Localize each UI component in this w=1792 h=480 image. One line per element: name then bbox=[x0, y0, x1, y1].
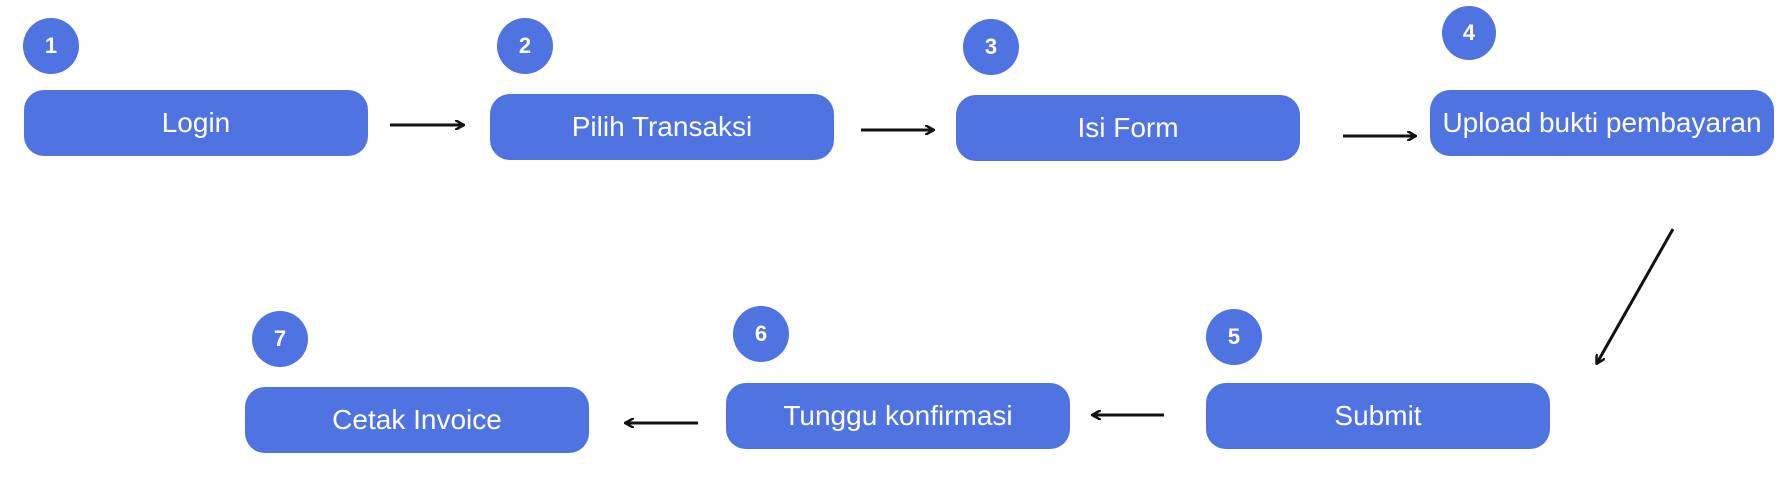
step-3-badge: 3 bbox=[963, 19, 1019, 75]
step-5-badge: 5 bbox=[1206, 309, 1262, 365]
step-6-box: Tunggu konfirmasi bbox=[726, 383, 1070, 449]
step-2-number: 2 bbox=[518, 33, 532, 58]
step-5-box: Submit bbox=[1206, 383, 1550, 449]
step-3-number: 3 bbox=[984, 34, 998, 59]
step-7-number: 7 bbox=[273, 326, 287, 351]
step-7-label: Cetak Invoice bbox=[332, 404, 502, 435]
step-6-badge: 6 bbox=[733, 306, 789, 362]
step-4-badge: 4 bbox=[1442, 6, 1496, 60]
step-2-badge: 2 bbox=[497, 18, 553, 74]
step-2-label: Pilih Transaksi bbox=[571, 111, 753, 142]
step-4-label: Upload bukti pembayaran bbox=[1442, 107, 1762, 138]
step-1-badge: 1 bbox=[23, 18, 79, 74]
step-5-label: Submit bbox=[1334, 400, 1422, 431]
step-4-number: 4 bbox=[1462, 20, 1476, 45]
step-2-box: Pilih Transaksi bbox=[490, 94, 834, 160]
step-6-number: 6 bbox=[754, 321, 768, 346]
step-4-box: Upload bukti pembayaran bbox=[1430, 90, 1774, 156]
step-1-label: Login bbox=[161, 107, 231, 138]
step-7-box: Cetak Invoice bbox=[245, 387, 589, 453]
step-6-label: Tunggu konfirmasi bbox=[783, 400, 1013, 431]
step-1-number: 1 bbox=[44, 33, 58, 58]
step-3-label: Isi Form bbox=[1077, 112, 1179, 143]
step-1-box: Login bbox=[24, 90, 368, 156]
arrow-4-to-5 bbox=[1597, 228, 1675, 363]
step-3-box: Isi Form bbox=[956, 95, 1300, 161]
step-5-number: 5 bbox=[1227, 324, 1241, 349]
step-7-badge: 7 bbox=[252, 311, 308, 367]
